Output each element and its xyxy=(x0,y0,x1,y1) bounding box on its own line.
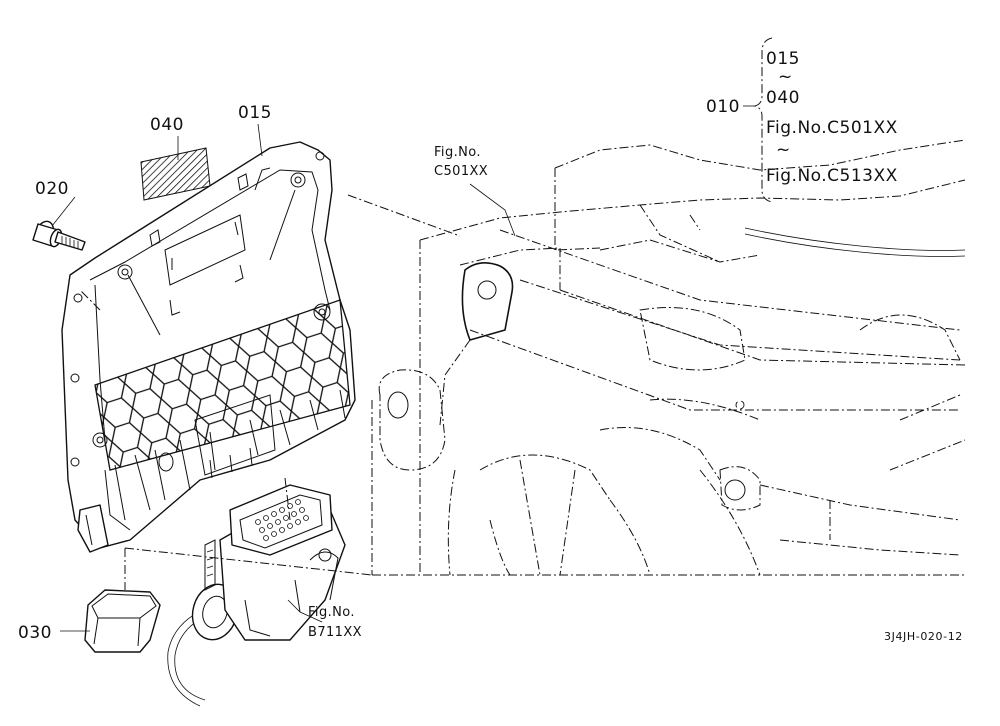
figure-references: Fig.No. C501XX Fig.No. B711XX xyxy=(308,145,488,640)
transmission-housing xyxy=(371,139,966,576)
bracket-contents: 015 ~ 040 Fig.No.C501XX ~ Fig.No.C513XX xyxy=(766,49,898,186)
ref-b711-number: B711XX xyxy=(308,625,362,640)
label-plate-040 xyxy=(140,147,211,201)
wire-harness-connector xyxy=(167,484,346,707)
label-030: 030 xyxy=(18,623,52,643)
part-labels: 040 015 020 030 010 xyxy=(18,97,740,643)
leader-lines xyxy=(51,105,755,632)
drawing-code: 3J4JH-020-12 xyxy=(884,630,963,643)
bolt-020 xyxy=(32,220,86,251)
label-010: 010 xyxy=(706,97,740,117)
label-040: 040 xyxy=(150,115,184,135)
bracket-line-015: 015 xyxy=(766,49,800,69)
bracket-line-c501: Fig.No.C501XX xyxy=(766,118,898,138)
label-015: 015 xyxy=(238,103,272,123)
bracket-line-040: 040 xyxy=(766,88,800,108)
ref-c501-number: C501XX xyxy=(434,164,488,179)
connector-pin-grid xyxy=(255,499,309,541)
controller-bracket-015 xyxy=(61,141,356,553)
bracket-tilde-2: ~ xyxy=(776,140,791,160)
ref-b711-caption: Fig.No. xyxy=(308,605,355,620)
label-020: 020 xyxy=(35,179,69,199)
bracket-tilde-1: ~ xyxy=(778,67,793,87)
cap-030 xyxy=(84,589,161,653)
group-bracket xyxy=(753,37,773,203)
ref-c501-caption: Fig.No. xyxy=(434,145,481,160)
bracket-line-c513: Fig.No.C513XX xyxy=(766,166,898,186)
